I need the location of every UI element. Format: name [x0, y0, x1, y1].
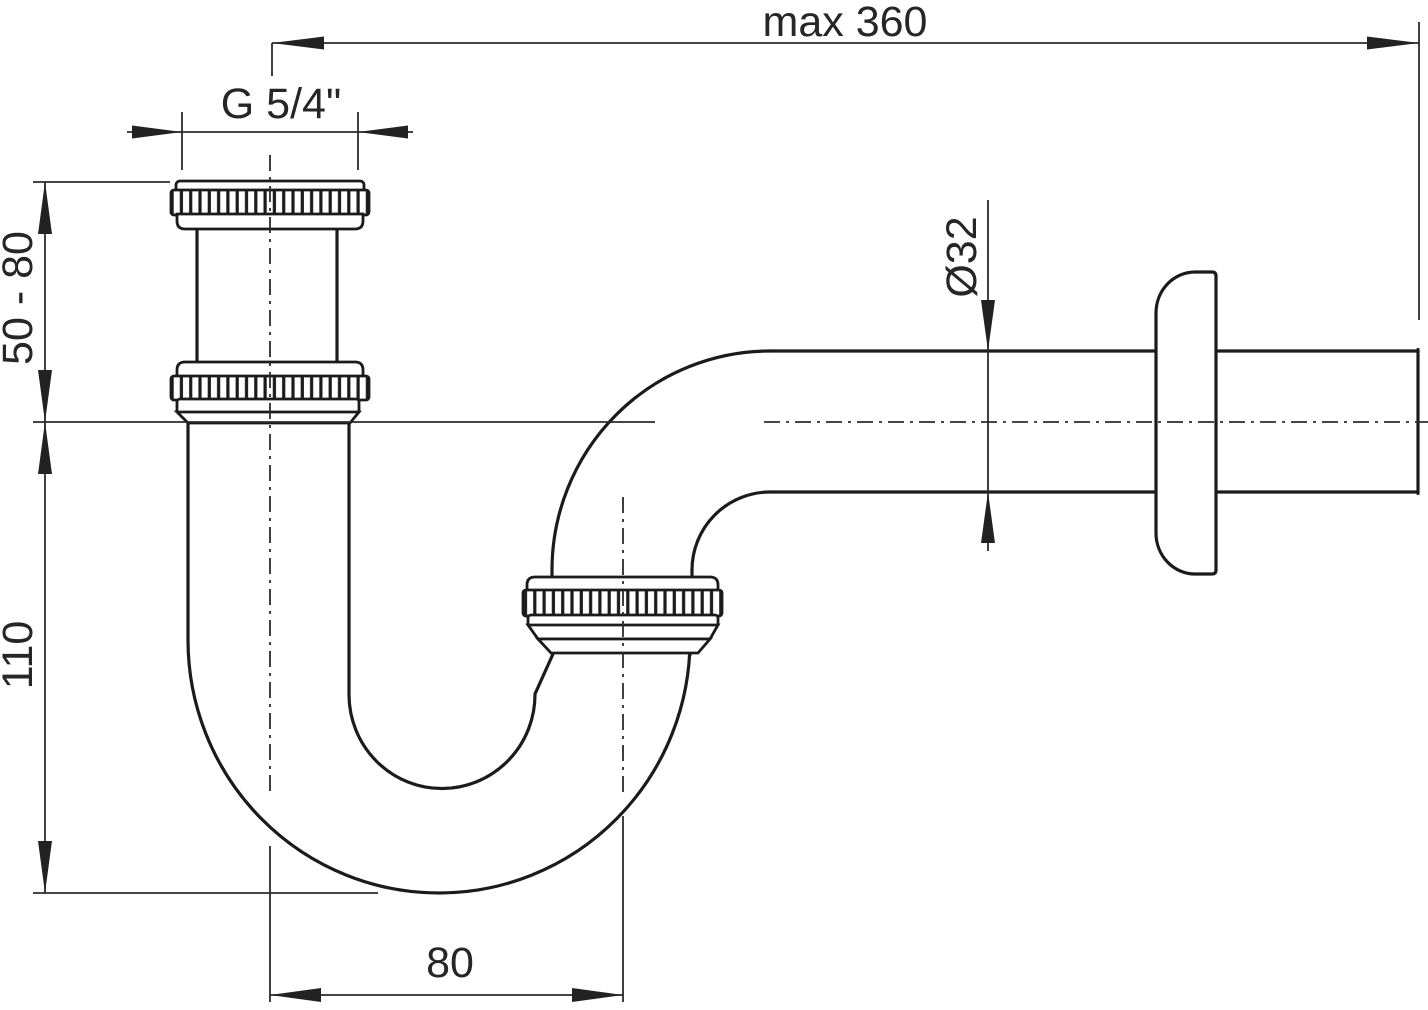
centerlines — [269, 155, 1428, 792]
label-inlet-height-range: 50 - 80 — [0, 231, 42, 365]
nut-shoulder-lower — [534, 637, 714, 655]
inlet-bottom-nut — [169, 360, 371, 425]
arrow-diameter-down — [981, 300, 995, 351]
arrow-thread-right — [358, 125, 408, 139]
elbow-inner-wall — [690, 490, 772, 580]
u-bend-inner-wall — [347, 419, 555, 791]
arrow-80-left — [270, 988, 321, 1002]
u-bend-outer-wall — [186, 419, 692, 895]
dimension-arrowheads — [38, 36, 1419, 1002]
arrow-max360-right — [1367, 36, 1419, 50]
arrow-max360-left — [272, 36, 324, 50]
nut-top-flange — [525, 575, 720, 594]
arrow-80-right — [572, 988, 623, 1002]
arrow-5080-up — [38, 182, 52, 234]
arrow-thread-left — [132, 125, 182, 139]
arrow-110-up — [38, 422, 52, 474]
nut-shoulder — [173, 410, 362, 425]
label-trap-depth: 110 — [0, 621, 42, 690]
label-pipe-diameter: Ø32 — [938, 216, 986, 297]
label-max-width: max 360 — [763, 0, 928, 46]
trap-body-outline — [186, 222, 1420, 895]
elbow-outer-wall — [550, 349, 772, 580]
wall-flange — [1154, 270, 1218, 576]
dimension-labels: max 360 G 5/4" 50 - 80 110 Ø32 80 — [0, 0, 986, 987]
arrow-diameter-up — [981, 492, 995, 543]
arrow-110-down — [38, 841, 52, 893]
arrow-5080-down — [38, 370, 52, 422]
label-thread-size: G 5/4" — [221, 80, 341, 128]
nut-top-flange — [175, 360, 365, 380]
label-trap-offset: 80 — [426, 939, 474, 987]
